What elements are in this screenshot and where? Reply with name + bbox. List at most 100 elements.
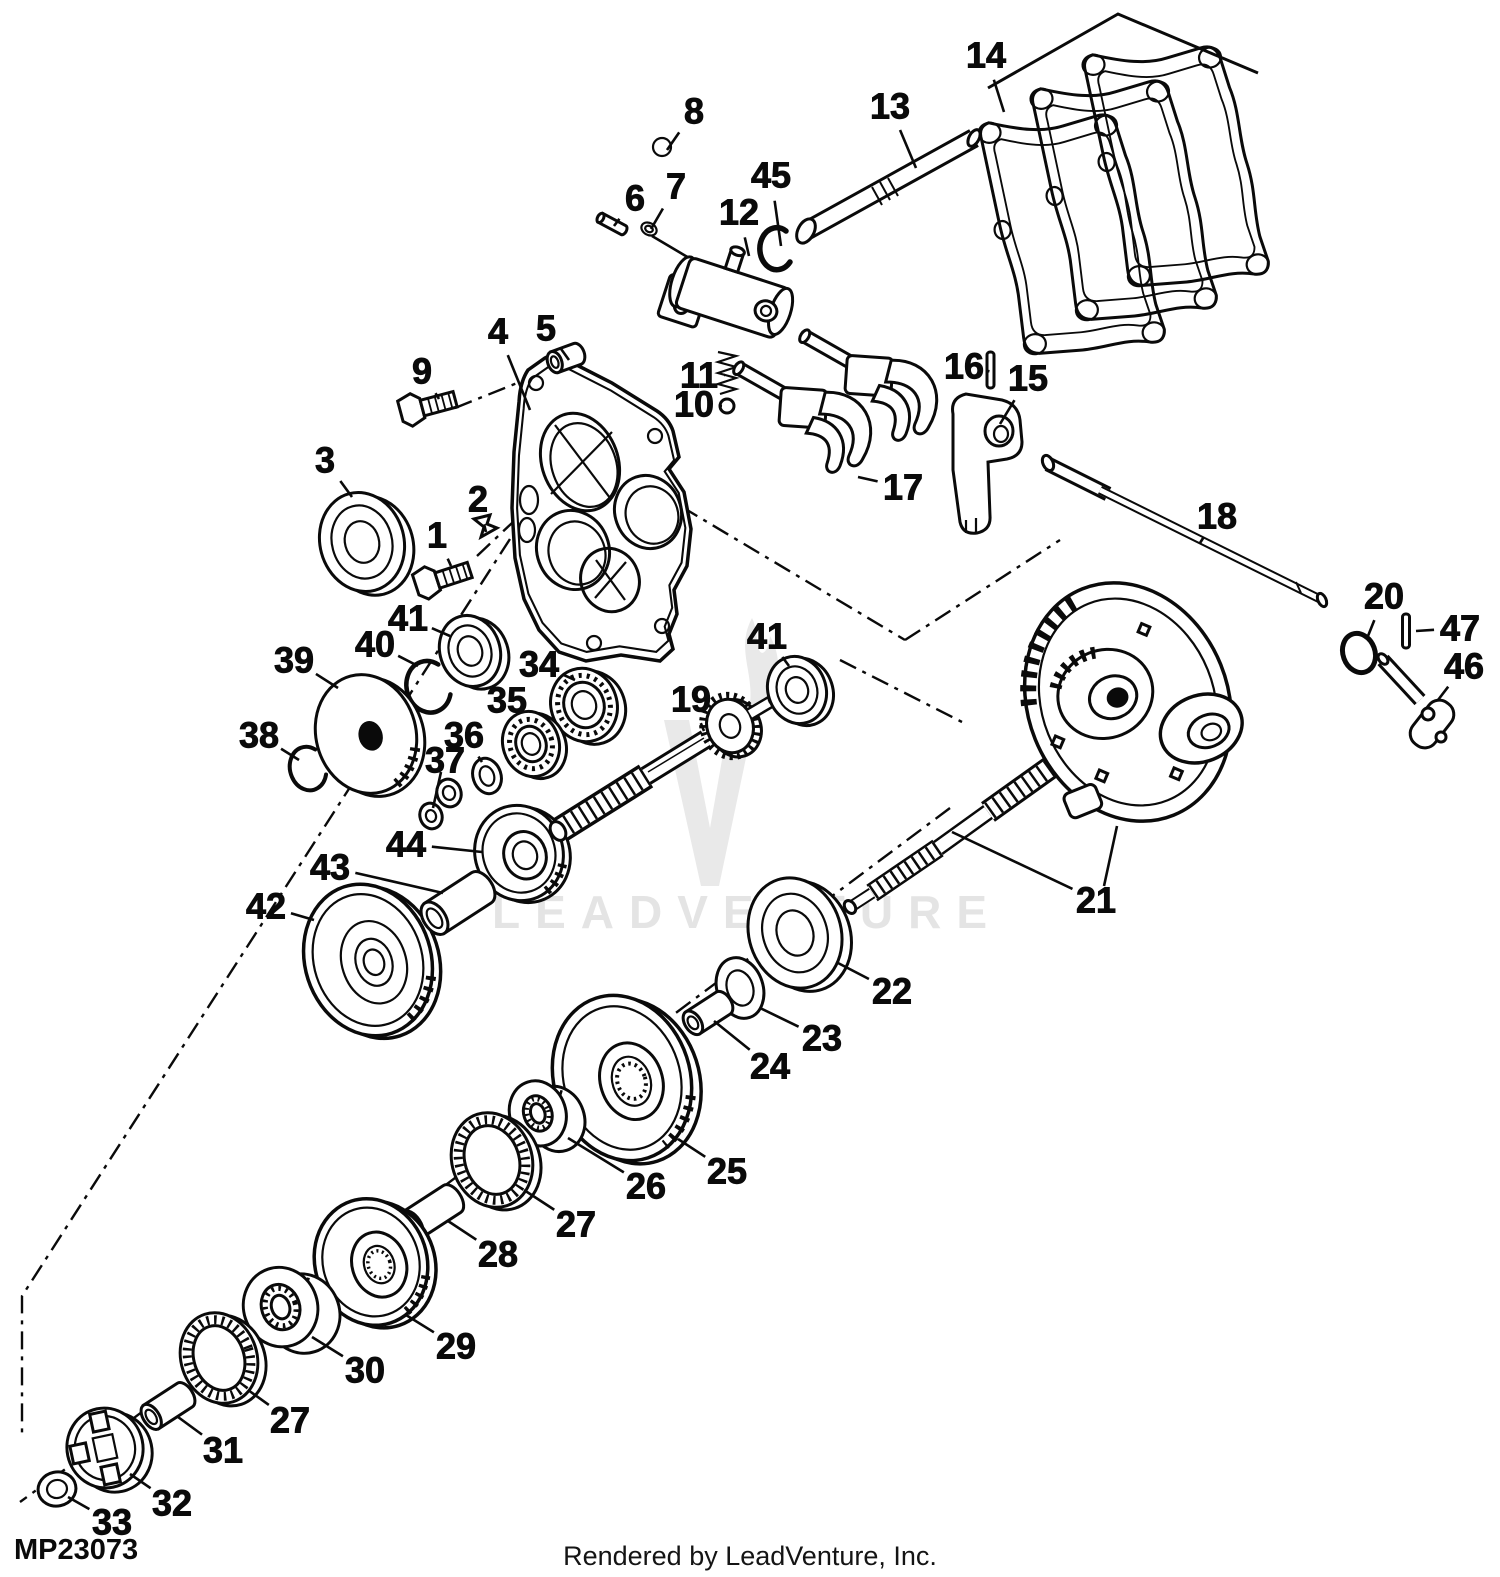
- callout-10: 10: [674, 384, 714, 425]
- callout-leader-45: [773, 200, 783, 247]
- washer-7: [640, 221, 658, 237]
- callout-40: 40: [355, 624, 395, 665]
- gasket-middle: [1026, 63, 1220, 334]
- callout-37-second-leader: [431, 771, 443, 809]
- callout-3: 3: [315, 440, 335, 481]
- footer-credit: Rendered by LeadVenture, Inc.: [563, 1541, 937, 1571]
- callout-leader-42: [290, 912, 315, 922]
- callout-leader-25: [677, 1137, 706, 1158]
- cover-plate-4: [510, 353, 693, 663]
- coupler-26: [507, 1079, 587, 1153]
- callout-11: 11: [680, 355, 718, 396]
- callout-leader-6: [612, 218, 621, 227]
- callout-leader-12: [743, 237, 751, 257]
- callout-7: 7: [666, 166, 686, 207]
- callout-leader-44: [431, 845, 483, 854]
- coupler-30: [241, 1265, 342, 1355]
- callout-leader-32: [129, 1472, 152, 1490]
- callout-leader-3: [339, 480, 354, 498]
- callout-41: 41: [747, 616, 787, 657]
- callout-14: 14: [966, 35, 1006, 76]
- gasket-back: [1078, 29, 1272, 300]
- callout-leader-22: [837, 961, 870, 981]
- drawing-number: MP23073: [14, 1534, 139, 1566]
- gear-25: [550, 993, 703, 1166]
- callout-leader-34: [562, 673, 576, 682]
- callout-leader-19: [699, 722, 706, 732]
- shifter-housing-12: [656, 245, 795, 339]
- ring-27b: [178, 1311, 268, 1408]
- callout-32: 32: [152, 1483, 192, 1524]
- pin-6: [595, 211, 629, 237]
- callout-leader-31: [177, 1415, 203, 1436]
- bearing-35: [500, 709, 568, 781]
- bushing-31: [139, 1381, 197, 1431]
- callout-leader-14: [992, 79, 1006, 113]
- callout-23: 23: [802, 1018, 842, 1059]
- callout-33: 33: [92, 1502, 132, 1543]
- shift-control-rod-18: [1040, 453, 1329, 609]
- callout-39: 39: [274, 640, 314, 681]
- gear-39: [313, 673, 427, 798]
- callout-43: 43: [310, 847, 350, 888]
- callout-leader-1: [446, 558, 453, 567]
- callout-46: 46: [1444, 646, 1484, 687]
- washer-33: [36, 1470, 78, 1508]
- bearing-41-right: [765, 654, 835, 728]
- callout-leader-8: [665, 131, 681, 151]
- callout-leader-7: [649, 207, 665, 230]
- shift-arm-15: [951, 392, 1024, 535]
- callout-leader-17: [857, 475, 878, 483]
- callout-leader-5: [560, 348, 571, 361]
- callout-45: 45: [751, 155, 791, 196]
- callout-19: 19: [671, 679, 711, 720]
- callout-leader-9: [434, 392, 441, 400]
- gear-29: [312, 1196, 438, 1330]
- callout-38: 38: [239, 715, 279, 756]
- callout-28: 28: [478, 1234, 518, 1275]
- detent-ball-10: [718, 397, 736, 415]
- washer-36: [471, 756, 503, 796]
- callout-27: 27: [556, 1204, 596, 1245]
- callout-42: 42: [246, 886, 286, 927]
- callout-31: 31: [203, 1430, 243, 1471]
- callout-leader-28: [447, 1219, 478, 1241]
- callout-2: 2: [468, 479, 488, 520]
- callout-9: 9: [412, 351, 432, 392]
- bolt-9: [395, 389, 460, 428]
- gasket-set-14: [974, 12, 1272, 368]
- gear-44: [473, 803, 572, 905]
- clip-8: [651, 136, 673, 158]
- callout-30: 30: [345, 1350, 385, 1391]
- callout-27: 27: [270, 1400, 310, 1441]
- callout-24: 24: [750, 1046, 790, 1087]
- callout-leader-4: [506, 354, 532, 411]
- callout-leader-41: [781, 656, 791, 667]
- callout-leader-27: [247, 1388, 270, 1406]
- gasket-front: [974, 97, 1168, 368]
- pin-47: [1401, 612, 1411, 650]
- callout-36: 36: [444, 715, 484, 756]
- callout-leader-40: [397, 654, 419, 668]
- callout-22: 22: [872, 971, 912, 1012]
- panel-edge-line: [987, 12, 1259, 90]
- snap-ring-38: [287, 744, 329, 793]
- bushing-24: [681, 989, 735, 1037]
- callout-1: 1: [427, 515, 447, 556]
- input-shaft-19: [548, 691, 779, 842]
- nut-37b: [418, 801, 444, 831]
- gear-42: [301, 882, 443, 1041]
- callout-20: 20: [1364, 576, 1404, 617]
- o-ring-20: [1339, 630, 1379, 676]
- callout-leader-20: [1366, 619, 1376, 637]
- differential-assembly-21: [1020, 581, 1244, 823]
- shift-fork-17a: [798, 328, 939, 442]
- callout-44: 44: [386, 824, 426, 865]
- callout-leader-27: [523, 1188, 555, 1211]
- callout-12: 12: [719, 192, 759, 233]
- callout-17: 17: [883, 467, 923, 508]
- callout-leader-30: [311, 1335, 344, 1358]
- nut-37a: [435, 777, 463, 809]
